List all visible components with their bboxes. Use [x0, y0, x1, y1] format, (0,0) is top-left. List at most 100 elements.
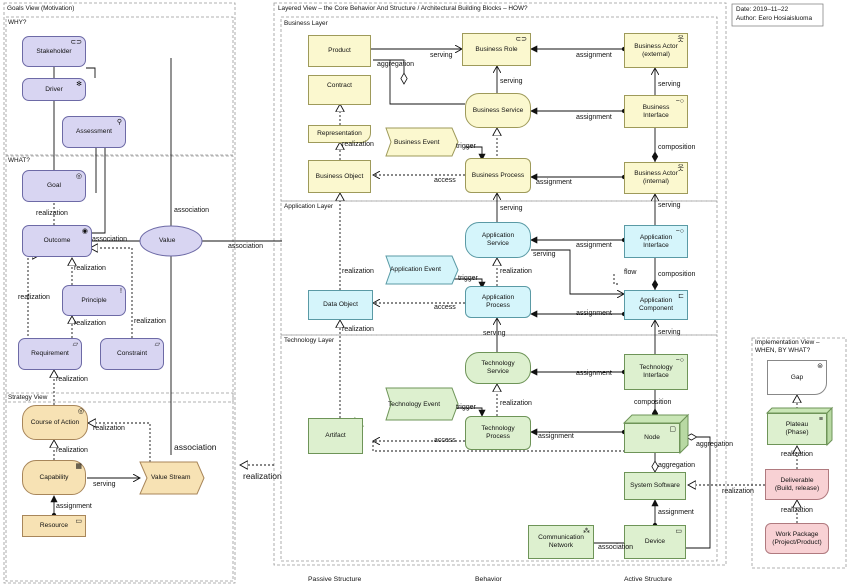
actor-icon: 웃: [677, 36, 684, 43]
system-software-element[interactable]: System Software: [624, 472, 686, 500]
data-object-element[interactable]: Data Object: [308, 290, 373, 320]
stakeholder-element[interactable]: Stakeholder⊂⊃: [22, 36, 86, 67]
requirement-element[interactable]: Requirement▱: [18, 338, 82, 370]
assessment-label: Assessment: [76, 128, 112, 136]
course-of-action-label: Course of Action: [30, 418, 80, 426]
technology-event-label: Technology Event: [388, 401, 441, 408]
value-ellipse: [139, 225, 203, 257]
rel-label: access: [434, 304, 456, 311]
principle-element[interactable]: Principle!: [62, 285, 126, 316]
rel-label: serving: [658, 81, 681, 88]
device-element[interactable]: Device▭: [624, 525, 686, 559]
rel-label: serving: [658, 202, 681, 209]
rel-label: trigger: [456, 143, 476, 150]
actor-icon: 웃: [677, 165, 684, 172]
driver-element[interactable]: Driver✻: [22, 78, 86, 101]
gap-icon: ⊜: [817, 363, 823, 370]
application-layer-title: Application Layer: [284, 203, 334, 210]
data-object-label: Data Object: [323, 301, 358, 309]
interface-icon: −○: [675, 98, 684, 105]
business-actor-external-element[interactable]: Business Actor (external)웃: [624, 33, 688, 68]
driver-label: Driver: [45, 85, 63, 93]
plateau-label: Plateau (Phase): [785, 421, 809, 436]
business-object-element[interactable]: Business Object: [308, 160, 371, 193]
rel-label: assignment: [576, 114, 612, 121]
constraint-element[interactable]: Constraint▱: [100, 338, 164, 370]
principle-label: Principle: [81, 296, 107, 304]
node-element[interactable]: Node▢: [624, 423, 680, 453]
application-component-element[interactable]: Application Component⊏: [624, 290, 688, 320]
application-service-label: Application Service: [481, 232, 515, 247]
layered-view-title: Layered View – the Core Behavior And Str…: [278, 5, 528, 12]
rel-label: realization: [342, 326, 374, 333]
node-label: Node: [644, 434, 660, 442]
representation-element[interactable]: Representation: [308, 125, 371, 143]
network-icon: ⁂: [583, 528, 590, 535]
interface-icon: −○: [675, 228, 684, 235]
artifact-element[interactable]: Artifact: [308, 418, 363, 454]
plateau-element[interactable]: Plateau (Phase)≡: [767, 413, 827, 445]
rel-label: assignment: [576, 242, 612, 249]
communication-network-element[interactable]: Communication Network⁂: [528, 525, 594, 559]
rel-label: realization: [74, 265, 106, 272]
rel-label: association: [228, 243, 264, 250]
business-process-element[interactable]: Business Process: [465, 158, 531, 193]
rel-label: access: [434, 437, 456, 444]
gap-label: Gap: [790, 373, 804, 381]
behavior-label: Behavior: [475, 576, 502, 583]
outcome-element[interactable]: Outcome◉: [22, 225, 92, 257]
rel-label: serving: [500, 78, 523, 85]
business-role-element[interactable]: Business Role⊂⊃: [462, 33, 531, 66]
what-title: WHAT?: [8, 157, 30, 164]
rel-label: realization: [342, 268, 374, 275]
business-service-element[interactable]: Business Service: [465, 93, 531, 128]
resource-label: Resource: [39, 522, 69, 530]
business-layer-title: Business Layer: [284, 20, 328, 27]
business-interface-element[interactable]: Business Interface−○: [624, 95, 688, 128]
rel-label: serving: [93, 481, 116, 488]
technology-service-element[interactable]: Technology Service: [465, 352, 531, 384]
rel-label: realization: [134, 318, 166, 325]
technology-process-element[interactable]: Technology Process: [465, 416, 531, 450]
rel-label: access: [434, 177, 456, 184]
application-process-element[interactable]: Application Process: [465, 286, 531, 318]
technology-layer-title: Technology Layer: [284, 337, 335, 344]
rel-label-large: realization: [243, 471, 282, 481]
goal-icon: ◎: [75, 173, 82, 180]
requirement-label: Requirement: [31, 350, 69, 358]
constraint-label: Constraint: [116, 350, 148, 358]
application-interface-label: Application Interface: [639, 233, 673, 249]
communication-network-label: Communication Network: [538, 534, 584, 549]
stakeholder-label: Stakeholder: [36, 47, 72, 55]
resource-element[interactable]: Resource▭: [22, 515, 86, 537]
business-role-icon: ⊂⊃: [515, 36, 527, 43]
course-of-action-icon: ◎: [77, 408, 84, 415]
assessment-element[interactable]: Assessment⚲: [62, 116, 126, 148]
rel-label-large: association: [174, 442, 217, 452]
rel-label: association: [598, 544, 634, 551]
rel-label: assignment: [576, 370, 612, 377]
deliverable-element[interactable]: Deliverable (Build, release): [765, 469, 829, 500]
active-structure-label: Active Structure: [624, 576, 672, 583]
rel-label: composition: [658, 271, 696, 278]
outcome-icon: ◉: [81, 228, 88, 235]
application-service-element[interactable]: Application Service: [465, 222, 531, 258]
author-label: Author: Eero Hosiaisluoma: [736, 15, 813, 22]
rel-label: composition: [634, 399, 672, 406]
contract-element[interactable]: Contract: [308, 75, 371, 105]
interface-icon: −○: [675, 357, 684, 364]
stakeholder-icon: ⊂⊃: [70, 39, 82, 46]
capability-element[interactable]: Capability▦: [22, 460, 86, 495]
product-element[interactable]: Product: [308, 35, 371, 67]
goal-element[interactable]: Goal◎: [22, 170, 86, 202]
course-of-action-element[interactable]: Course of Action ◎: [22, 405, 88, 440]
technology-interface-element[interactable]: Technology Interface−○: [624, 354, 688, 390]
business-actor-internal-element[interactable]: Business Actor (internal)웃: [624, 162, 688, 194]
technology-process-label: Technology Process: [481, 425, 515, 440]
application-interface-element[interactable]: Application Interface−○: [624, 225, 688, 258]
value-stream-shape: [139, 461, 205, 495]
work-package-element[interactable]: Work Package (Project/Product): [765, 523, 829, 554]
rel-label: realization: [500, 400, 532, 407]
passive-structure-label: Passive Structure: [308, 576, 362, 583]
gap-element[interactable]: Gap ⊜: [767, 360, 827, 395]
